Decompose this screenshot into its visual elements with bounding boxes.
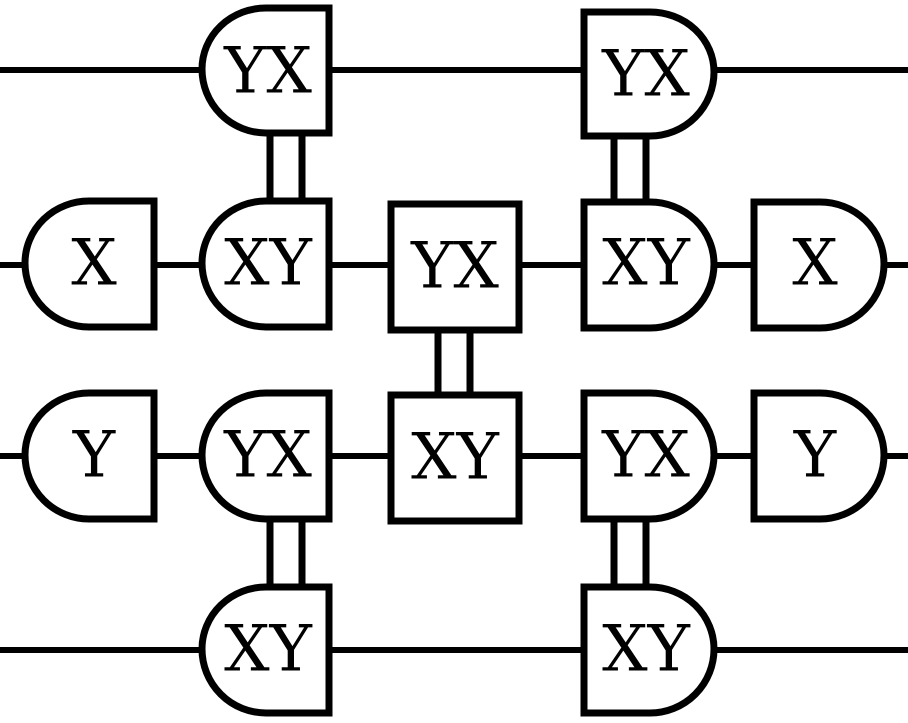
gate-r3-c4: YX (580, 389, 718, 523)
connector-c3-r2-r3 (434, 321, 474, 407)
gate-r2-c3: YX (387, 200, 523, 334)
gate-r2-c1: X (21, 197, 158, 331)
gate-r2-c4: XY (580, 198, 718, 332)
gate-r1-c4-label: YX (601, 38, 690, 112)
gate-r1-c2-label: YX (223, 35, 312, 109)
gate-r3-c2: YX (198, 389, 333, 523)
gate-r3-c1: Y (21, 389, 158, 523)
gate-r2-c5-label: X (792, 227, 838, 301)
gate-r2-c2: XY (198, 197, 333, 331)
gate-r1-c2: YX (198, 4, 333, 137)
connector-c2-r1-r2 (266, 126, 306, 212)
gate-r4-c2: XY (198, 583, 333, 717)
gate-r2-c3-label: YX (410, 230, 499, 304)
gate-r4-c2-label: XY (224, 613, 313, 687)
connector-c4-r1-r2 (610, 126, 650, 212)
gate-r2-c2-label: XY (224, 227, 313, 301)
gate-r3-c5-label: Y (793, 419, 837, 493)
connector-c2-r3-r4 (266, 511, 306, 597)
gate-r3-c5: Y (750, 389, 888, 523)
gate-r2-c1-label: X (71, 227, 117, 301)
gate-r2-c5: X (750, 198, 888, 332)
gate-r3-c3-label: XY (411, 421, 500, 495)
connector-c4-r3-r4 (610, 511, 650, 597)
gate-r4-c4-label: XY (602, 613, 691, 687)
gate-r2-c4-label: XY (602, 227, 691, 301)
gate-r3-c2-label: YX (223, 419, 312, 493)
gate-r3-c1-label: Y (72, 419, 116, 493)
gate-r3-c4-label: YX (601, 419, 690, 493)
gate-r3-c3: XY (387, 391, 523, 525)
gate-r4-c4: XY (580, 583, 718, 717)
gate-r1-c4: YX (580, 8, 718, 140)
